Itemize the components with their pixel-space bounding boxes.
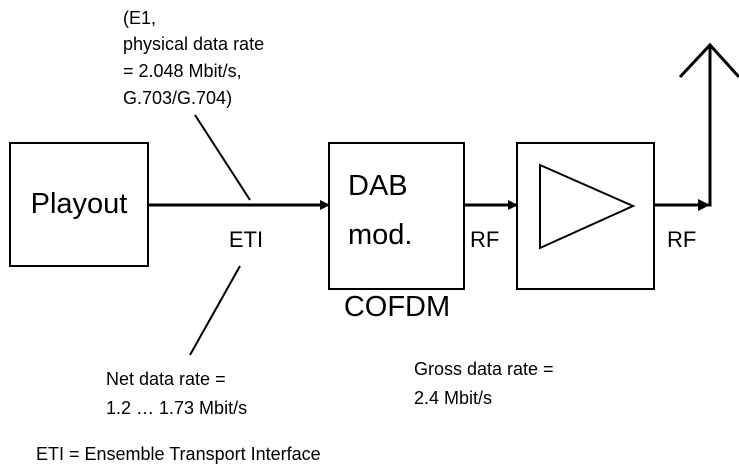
net-rate-leader-line	[189, 265, 241, 356]
dab-label-line-1: DAB	[348, 170, 408, 202]
e1-note-line-1: (E1,	[123, 8, 156, 28]
dab-label-line-2: mod.	[348, 219, 412, 251]
rf-label-after-amplifier: RF	[667, 227, 696, 252]
playout-label: Playout	[31, 188, 128, 220]
net-rate-line-2: 1.2 … 1.73 Mbit/s	[106, 398, 247, 418]
net-rate-line-1: Net data rate =	[106, 369, 226, 389]
eti-legend: ETI = Ensemble Transport Interface	[36, 444, 321, 464]
amplifier-triangle-icon	[539, 163, 636, 250]
gross-rate-line-1: Gross data rate =	[414, 359, 554, 379]
rf-label-after-modulator: RF	[470, 227, 499, 252]
rf-output-arrowhead	[698, 199, 710, 211]
playout-block	[9, 142, 149, 267]
cofdm-label: COFDM	[344, 291, 450, 323]
e1-note-line-4: G.703/G.704)	[123, 88, 232, 108]
antenna-icon	[678, 42, 739, 79]
e1-leader-line	[194, 114, 251, 201]
eti-label: ETI	[229, 227, 263, 252]
gross-rate-line-2: 2.4 Mbit/s	[414, 388, 492, 408]
e1-note-line-3: = 2.048 Mbit/s,	[123, 61, 242, 81]
e1-note-line-2: physical data rate	[123, 34, 264, 54]
antenna-feed-line	[654, 45, 712, 207]
dab-modulator-block	[328, 142, 465, 290]
